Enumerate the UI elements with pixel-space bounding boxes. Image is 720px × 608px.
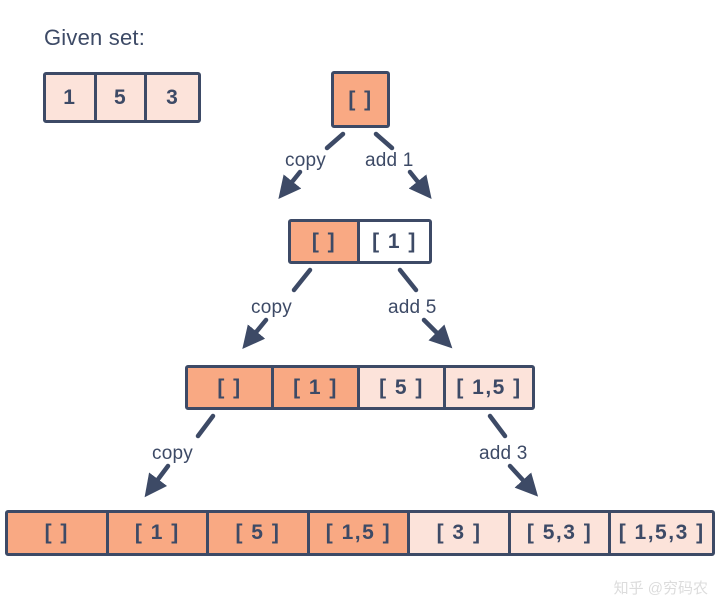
- level-3-cell: [ 3 ]: [410, 513, 511, 553]
- arrow-add-5-tail: [397, 267, 419, 293]
- watermark: 知乎 @穷码农: [613, 580, 708, 597]
- given-set-row: 1 5 3: [43, 72, 201, 123]
- arrow-label-copy-1: copy: [285, 150, 326, 171]
- arrow-copy-3-head: [144, 463, 171, 498]
- level-3-cell: [ 5,3 ]: [510, 513, 612, 553]
- arrow-label-add-3: add 3: [479, 443, 528, 464]
- level-2-cell: [ 1,5 ]: [446, 368, 532, 407]
- arrow-copy-1-tail: [324, 131, 346, 151]
- arrow-copy-2-tail: [291, 267, 313, 293]
- arrow-copy-2-head: [242, 317, 269, 349]
- level-1-cell: [ 1 ]: [360, 222, 429, 261]
- level-3-cell: [ 1 ]: [108, 513, 210, 553]
- arrow-add-5-head: [421, 317, 453, 349]
- level-3-cell: [ 5 ]: [209, 513, 310, 553]
- given-set-cell: 5: [96, 75, 148, 120]
- arrow-add-3-head: [507, 463, 539, 497]
- level-3-cell: [ 1,5,3 ]: [611, 513, 712, 553]
- level-3-cell: [ 1,5 ]: [309, 513, 411, 553]
- arrow-label-copy-2: copy: [251, 297, 292, 318]
- level-1-row: [ ] [ 1 ]: [288, 219, 432, 264]
- level-2-cell: [ 1 ]: [274, 368, 360, 407]
- arrow-label-add-1: add 1: [365, 150, 414, 171]
- arrow-label-copy-3: copy: [152, 443, 193, 464]
- given-set-cell: 1: [46, 75, 97, 120]
- arrow-copy-3-tail: [195, 413, 216, 439]
- level-0-row: [ ]: [331, 71, 390, 128]
- level-1-cell: [ ]: [291, 222, 360, 261]
- level-0-cell: [ ]: [334, 74, 387, 125]
- level-2-cell: [ 5 ]: [360, 368, 446, 407]
- level-2-row: [ ] [ 1 ] [ 5 ] [ 1,5 ]: [185, 365, 535, 410]
- given-set-cell: 3: [147, 75, 199, 120]
- arrow-label-add-5: add 5: [388, 297, 437, 318]
- level-2-cell: [ ]: [188, 368, 274, 407]
- level-3-row: [ ] [ 1 ] [ 5 ] [ 1,5 ] [ 3 ] [ 5,3 ] [ …: [5, 510, 715, 556]
- arrow-add-1-tail: [373, 131, 395, 151]
- level-3-cell: [ ]: [8, 513, 109, 553]
- arrow-add-1-head: [407, 169, 432, 200]
- page-title: Given set:: [44, 25, 146, 50]
- arrow-add-3-tail: [487, 413, 508, 439]
- arrow-copy-1-head: [278, 169, 303, 200]
